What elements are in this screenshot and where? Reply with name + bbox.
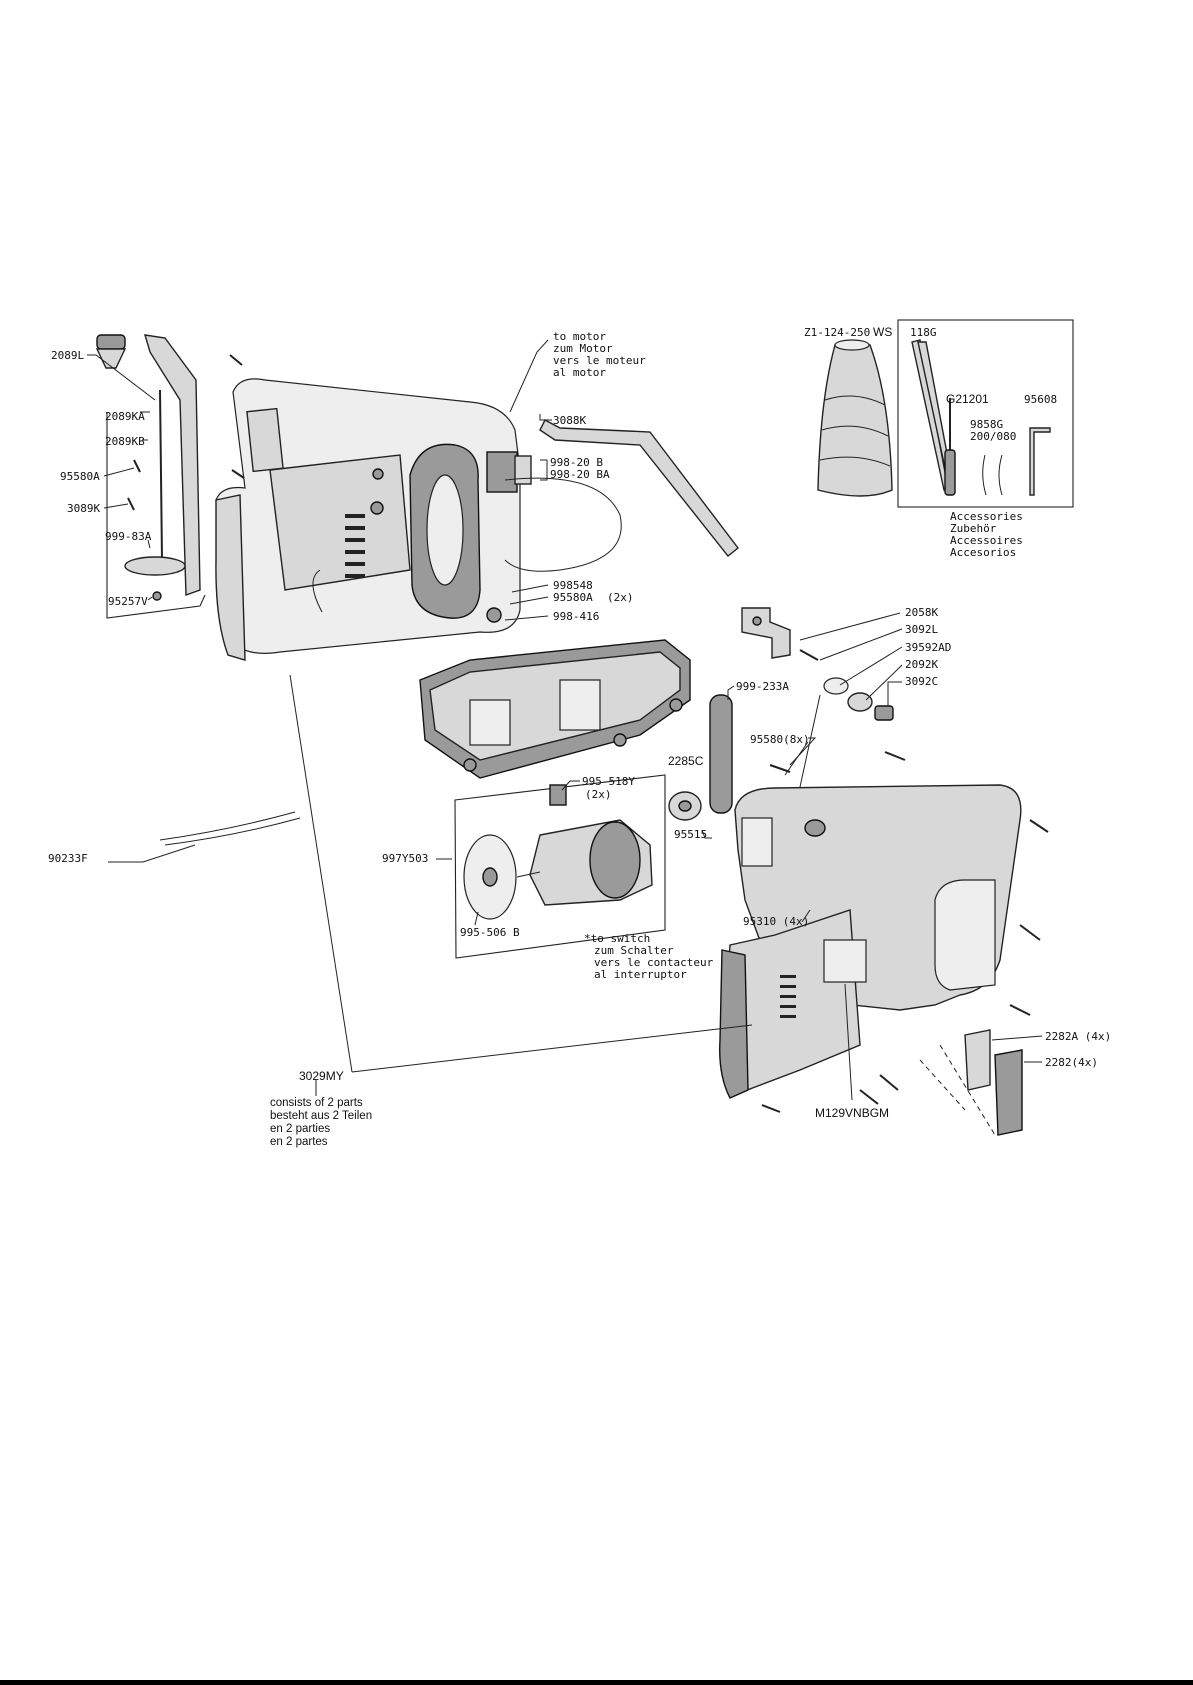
right-housing-half (719, 751, 1049, 1113)
right-vent-slots (780, 975, 796, 1018)
label-2058K: 2058K (905, 606, 938, 619)
grille-2282 (994, 1049, 1023, 1136)
label-qty-2x-b: (2x) (585, 788, 612, 801)
label-2282: 2282(4x) (1045, 1056, 1098, 1069)
label-2092K: 2092K (905, 658, 938, 671)
label-3089K: 3089K (67, 502, 100, 515)
label-997Y503: 997Y503 (382, 852, 428, 865)
note-to-motor-es: al motor (553, 366, 606, 379)
mechanism-frame (419, 639, 691, 779)
label-Z1-124-250: Z1-124-250 (804, 326, 870, 339)
knob-2089L (95, 334, 127, 369)
left-housing-half (215, 354, 532, 661)
label-G21201: G21201 (946, 392, 989, 406)
rod-2089KB (159, 389, 163, 561)
label-ws: WS (873, 325, 892, 339)
label-95580A-left: 95580A (60, 470, 100, 483)
note-to-switch-de: zum Schalter (594, 944, 674, 957)
housing-3029MY-leaders (289, 674, 753, 1096)
note-to-motor-fr: vers le moteur (553, 354, 646, 367)
note-to-switch-en: *to switch (584, 932, 650, 945)
label-200-080: 200/080 (970, 430, 1016, 443)
washer-2092K (847, 692, 873, 712)
label-2089L: 2089L (51, 349, 84, 362)
left-parts-group (87, 334, 206, 619)
note-to-motor-en: to motor (553, 330, 606, 343)
fence-bar-3089K (144, 334, 201, 596)
left-bracket-outline (106, 412, 206, 619)
motor-group (454, 774, 666, 959)
label-95515: 95515 (674, 828, 707, 841)
label-2285C: 2285C (668, 754, 704, 768)
right-small-parts (741, 607, 903, 811)
cable-3088K (504, 414, 739, 572)
screwdriver-G21201 (944, 398, 956, 496)
label-3092C: 3092C (905, 675, 938, 688)
vent-slots (345, 514, 365, 578)
label-118G: 118G (910, 326, 937, 339)
label-998-416: 998-416 (553, 610, 599, 623)
plate-95310 (741, 817, 773, 867)
bracket-2058K (741, 607, 791, 659)
grille-2282A (964, 1029, 991, 1091)
consists-fr: en 2 parties (270, 1123, 330, 1135)
label-3088K: 3088K (553, 414, 586, 427)
label-998-20BA: 998-20 BA (550, 468, 610, 481)
label-95580-8x: 95580(8x) (750, 733, 810, 746)
accessories-label-fr: Accessoires (950, 534, 1023, 547)
accessories-label-en: Accessories (950, 510, 1023, 523)
page-bottom-border (0, 1680, 1193, 1685)
consists-es: en 2 partes (270, 1136, 328, 1148)
label-95580A-mid: 95580A (553, 591, 593, 604)
foot-999-83A (124, 556, 186, 576)
label-3029MY: 3029MY (299, 1069, 344, 1083)
label-995-506B: 995-506 B (460, 926, 520, 939)
spring-90233F (108, 811, 301, 863)
rating-plate-M129VNBGM (823, 939, 867, 983)
label-39592AD: 39592AD (905, 641, 951, 654)
label-2282A: 2282A (4x) (1045, 1030, 1111, 1043)
label-95310: 95310 (4x) (743, 915, 809, 928)
label-2089KA: 2089KA (105, 410, 145, 423)
note-to-switch-es: al interruptor (594, 968, 687, 981)
knob-3092C (874, 705, 894, 721)
consists-de: besteht aus 2 Teilen (270, 1110, 372, 1122)
grille-inserts (919, 1029, 1043, 1136)
hex-key-95608 (1029, 427, 1051, 496)
label-998548: 998548 (553, 579, 593, 592)
note-to-switch-fr: vers le contacteur (594, 956, 714, 969)
label-qty-2x-a: (2x) (607, 591, 634, 604)
thread-spool (817, 344, 893, 497)
label-90233F: 90233F (48, 852, 88, 865)
pulley-2285C (668, 791, 702, 821)
belt-999-233A (709, 694, 733, 814)
note-to-motor-de: zum Motor (553, 342, 613, 355)
washer-39592AD (823, 677, 849, 695)
label-2089KB: 2089KB (105, 435, 145, 448)
accessories-label-de: Zubehör (950, 522, 997, 535)
accessories-group (817, 319, 1074, 508)
accessories-label-es: Accesorios (950, 546, 1016, 559)
label-95608: 95608 (1024, 393, 1057, 406)
label-M129VNBGM: M129VNBGM (815, 1106, 889, 1120)
label-9858G: 9858G (970, 418, 1003, 431)
label-995-518Y: 995-518Y (582, 775, 635, 788)
consists-en: consists of 2 parts (270, 1097, 363, 1109)
label-999-233A: 999-233A (736, 680, 789, 693)
label-3092L: 3092L (905, 623, 938, 636)
label-95257V: 95257V (108, 595, 148, 608)
label-998-20B: 998-20 B (550, 456, 603, 469)
accessories-box (897, 319, 1074, 508)
label-999-83A: 999-83A (105, 530, 152, 543)
